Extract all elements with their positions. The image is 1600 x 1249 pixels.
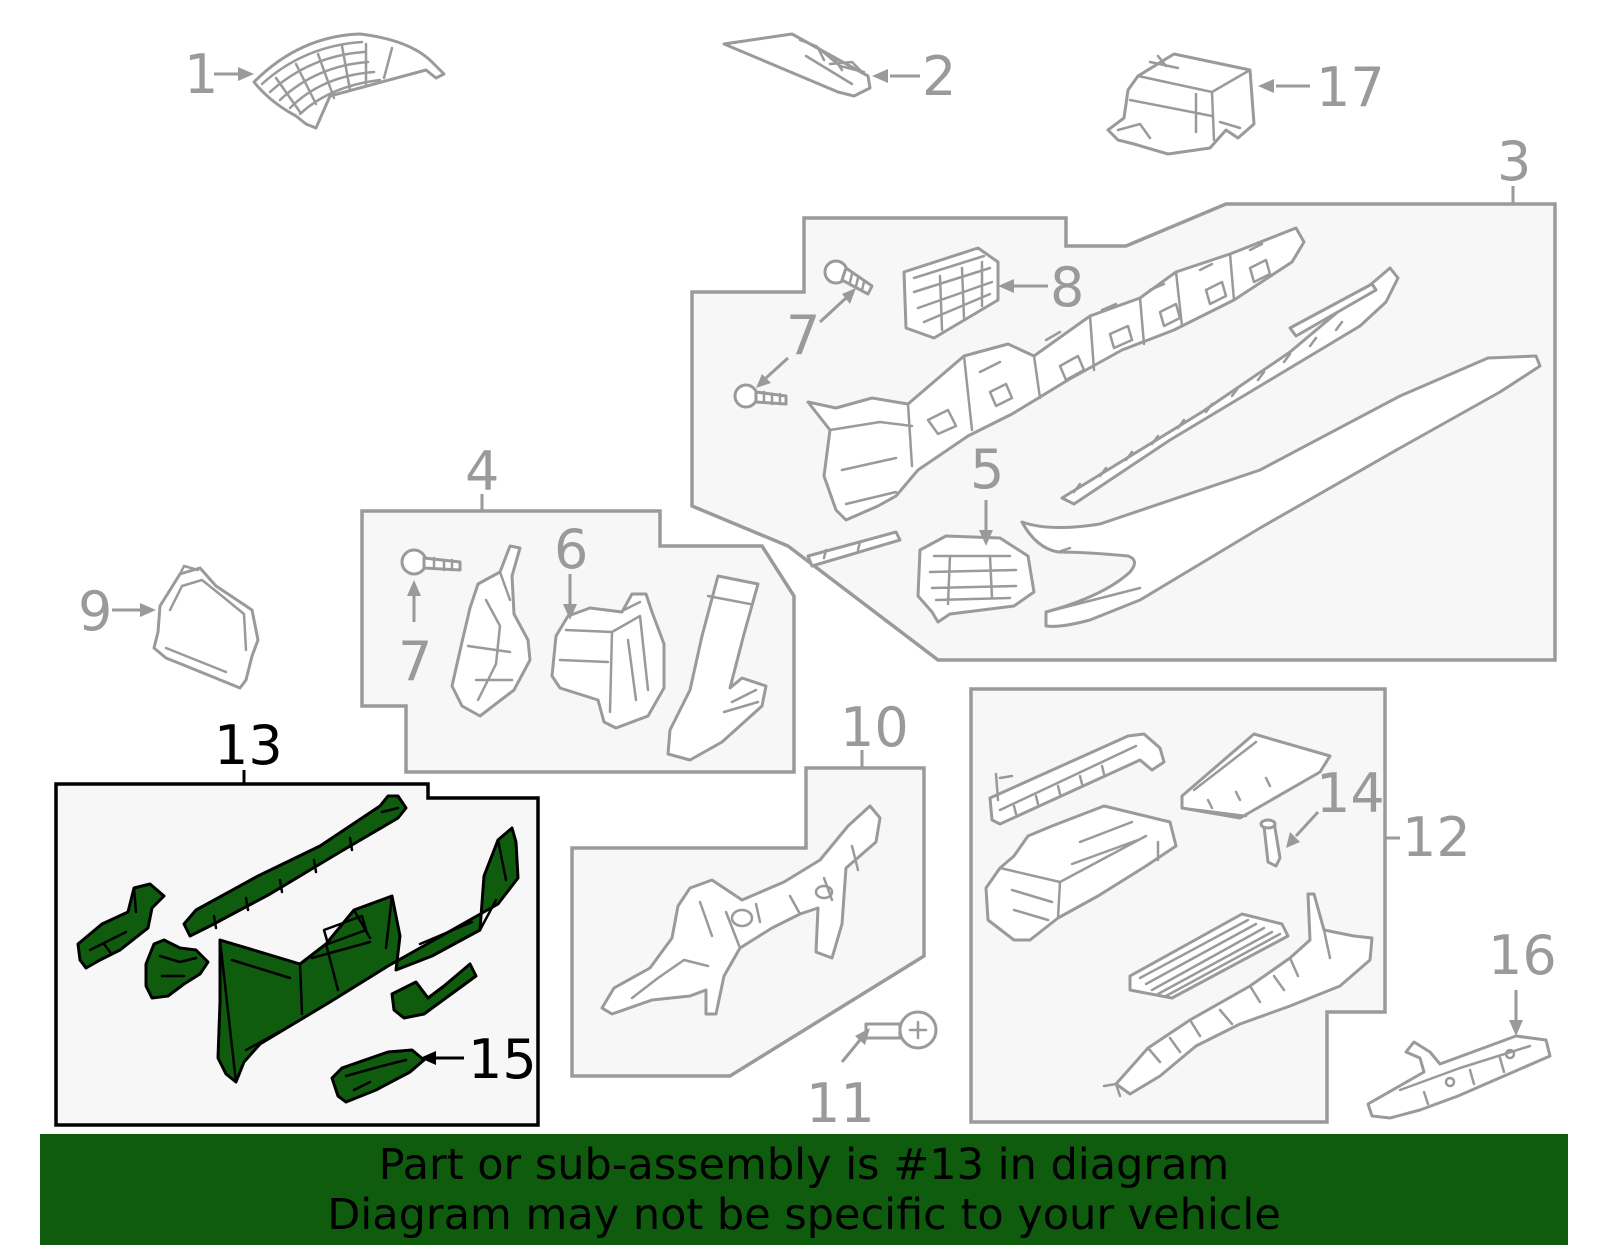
callout-2: 2 [922,45,956,108]
arrow-15 [420,1051,436,1065]
arrow-11 [855,1028,870,1045]
callout-9: 9 [78,580,112,643]
part-17-module[interactable] [1106,52,1256,156]
leader-7a-up [818,296,848,324]
part-13-glovebox-assembly[interactable] [76,794,520,1104]
callout-3: 3 [1497,130,1531,193]
leader-7a-down [764,356,790,380]
part-12-lower-frame[interactable] [1102,892,1374,1098]
part-3-trim-panel[interactable] [1020,354,1542,628]
part-12-storage-bin[interactable] [984,804,1178,942]
callout-12: 12 [1402,806,1471,869]
arrow-7a-up [842,288,856,304]
part-12-rail[interactable] [988,732,1166,826]
callout-10: 10 [840,696,909,759]
part-8-vent[interactable] [902,246,1000,340]
arrow-6 [563,604,577,620]
info-banner: Part or sub-assembly is #13 in diagram D… [40,1134,1568,1245]
arrow-5 [979,530,993,546]
callout-7b: 7 [398,630,432,693]
panel-12 [969,687,1387,1124]
part-16-bracket[interactable] [1366,1034,1552,1120]
arrow-7a-down [756,374,771,388]
callout-11: 11 [806,1072,875,1135]
part-4-bracket[interactable] [450,544,532,718]
arrow-2 [872,69,888,83]
callout-15: 15 [468,1028,537,1091]
callout-1: 1 [184,43,218,106]
callout-5: 5 [970,438,1004,501]
part-1-speaker-grille[interactable] [252,32,446,130]
arrow-17 [1258,79,1274,93]
arrow-16 [1509,1020,1523,1036]
part-4-pillar-trim[interactable] [666,574,768,762]
part-7-screw-c[interactable] [400,548,462,576]
banner-line-1: Part or sub-assembly is #13 in diagram [378,1139,1230,1190]
callout-16: 16 [1488,924,1557,987]
part-2-trim-strip[interactable] [722,32,872,98]
arrow-9 [140,603,156,617]
callout-13: 13 [214,714,283,777]
arrow-8 [998,279,1014,293]
callout-8: 8 [1050,256,1084,319]
panel-13[interactable] [54,782,540,1127]
callout-14: 14 [1316,762,1385,825]
callout-17: 17 [1316,56,1385,119]
part-5-side-vent[interactable] [916,534,1036,624]
leader-14 [1294,810,1320,838]
part-12-vent-grille[interactable] [1128,912,1290,1000]
arrow-1 [238,67,254,81]
part-3-frame[interactable] [806,226,1306,522]
arrow-7b [407,580,421,596]
part-6-vent-assembly[interactable] [550,592,666,730]
part-9-bracket[interactable] [152,564,260,690]
part-11-clip[interactable] [864,1010,938,1050]
callout-4: 4 [465,440,499,503]
part-12-top-cover[interactable] [1180,732,1332,820]
callout-7a: 7 [786,304,820,367]
part-3-trim-rail[interactable] [1060,266,1400,506]
part-7-screw-b[interactable] [733,383,788,409]
part-7-screw-a[interactable] [823,259,874,296]
part-3-small-bar[interactable] [806,530,902,568]
part-14-pin[interactable] [1259,818,1282,868]
arrow-14 [1286,832,1300,848]
callout-6: 6 [554,518,588,581]
leader-11 [840,1039,862,1063]
part-10-bracket[interactable] [600,804,882,1016]
banner-line-2: Diagram may not be specific to your vehi… [327,1189,1281,1240]
